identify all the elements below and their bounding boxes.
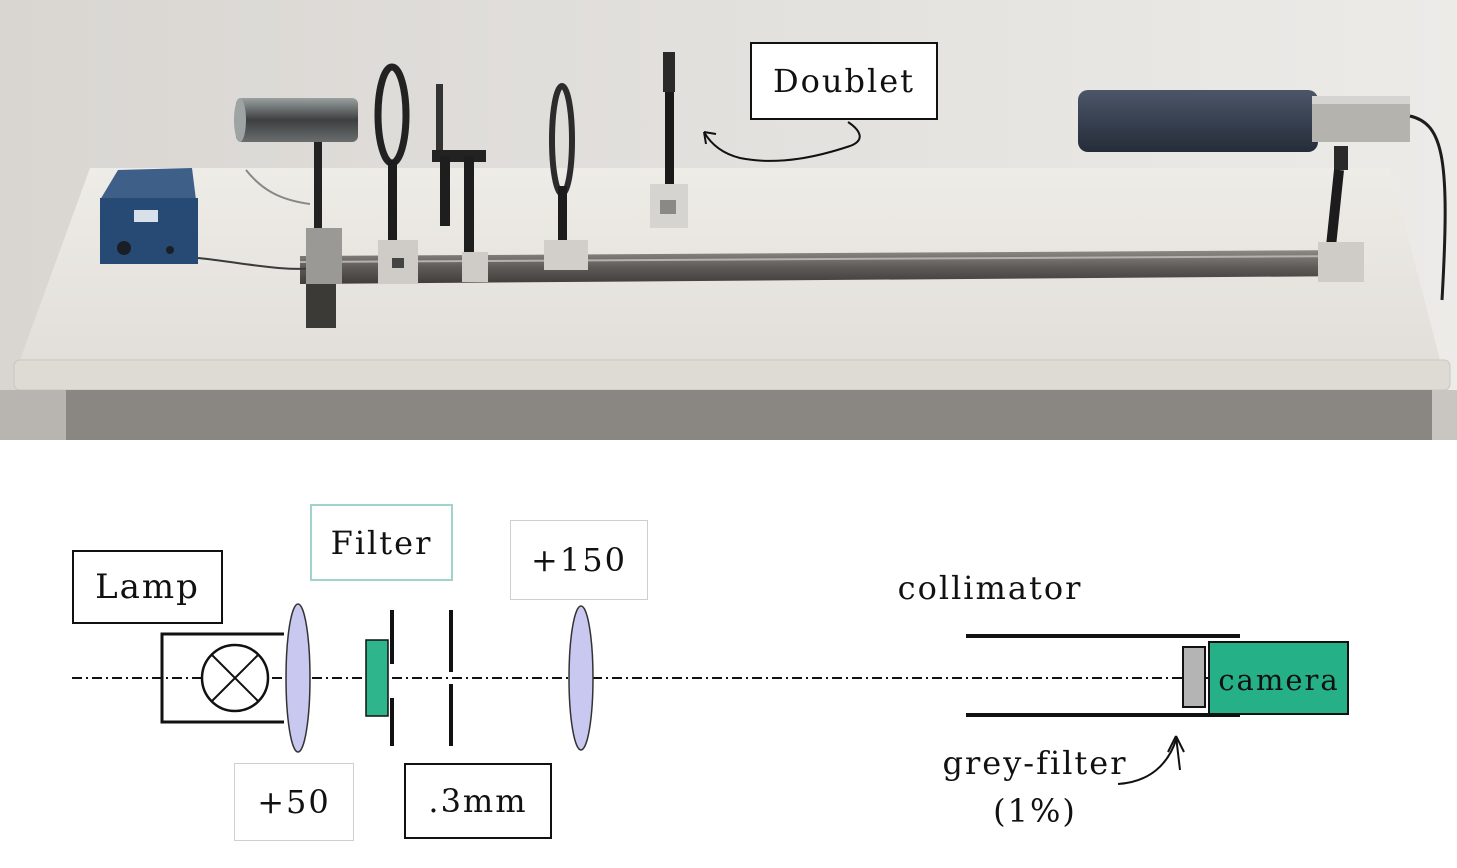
table-body	[66, 390, 1432, 440]
lens-150-label: +150	[510, 520, 648, 600]
optical-bench-photo: Doublet	[0, 0, 1457, 440]
lens-150-symbol	[568, 605, 594, 751]
filter-slit-holder	[432, 84, 488, 282]
table-edge	[13, 359, 1451, 391]
camera-label: camera	[1218, 663, 1340, 697]
filter-symbol	[365, 639, 389, 717]
slit-label: .3mm	[404, 763, 552, 839]
grey-filter-label: grey-filter	[942, 744, 1128, 782]
lamp-label: Lamp	[72, 550, 223, 624]
lens-50-symbol	[285, 603, 311, 753]
lens-holder-50	[374, 63, 418, 284]
lamp-symbol	[160, 632, 284, 724]
camera-symbol	[1208, 641, 1349, 715]
lamp-housing	[234, 98, 358, 284]
doublet-holder	[650, 52, 688, 228]
lens-50-label: +50	[234, 763, 354, 841]
schematic-drawing	[72, 603, 1349, 785]
grey-filter-arrow	[1117, 739, 1177, 785]
lens-holder-150	[544, 83, 588, 270]
optical-schematic: Lamp Filter +150 collimator camera +50 .…	[0, 440, 1457, 868]
filter-label: Filter	[310, 504, 453, 581]
doublet-label: Doublet	[750, 42, 938, 120]
doublet-callout-arrow	[703, 121, 861, 162]
power-supply	[100, 168, 198, 264]
grey-filter-percent-label: (1%)	[993, 792, 1077, 830]
collimator-label: collimator	[897, 569, 1083, 607]
grey-filter-symbol	[1182, 646, 1206, 708]
optical-bench-photo-drawing	[0, 0, 1457, 440]
camera-tube	[1078, 90, 1410, 282]
